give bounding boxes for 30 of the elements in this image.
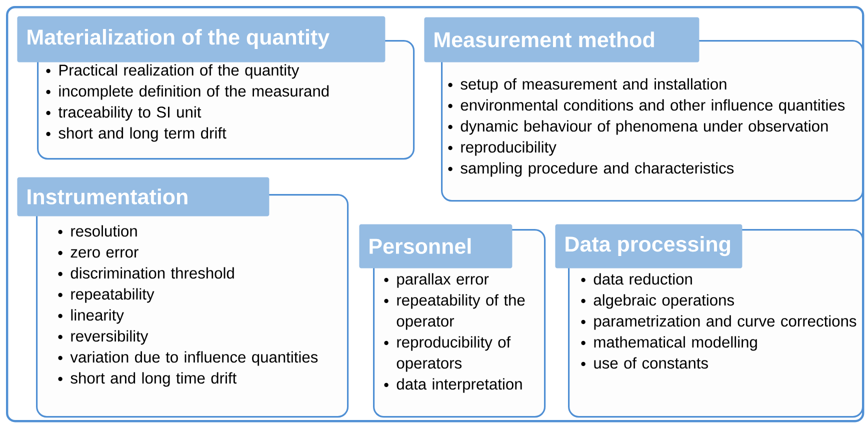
- bullet-item: incomplete definition of the measurand: [46, 85, 329, 100]
- bullet-item: parallax error: [384, 273, 489, 288]
- bullet-item: data reduction: [581, 273, 692, 285]
- bullet-item: Practical realization of the quantity: [46, 64, 300, 79]
- heading-tab: Data processing: [555, 224, 742, 268]
- bullet-item: environmental conditions and other influence quantities: [448, 99, 845, 114]
- bullet-item: variation due to influence quantities: [58, 351, 318, 366]
- heading-tab: Instrumentation: [17, 177, 270, 216]
- frame-box: [6, 6, 864, 422]
- heading-tab: Measurement method: [424, 17, 700, 62]
- bullet-item: algebraic operations: [581, 294, 734, 309]
- bullet-item: setup of measurement and installation: [448, 78, 726, 93]
- bullet-item: repeatability: [58, 288, 154, 303]
- bullet-item: data interpretation: [384, 378, 522, 393]
- bullet-item: mathematical modelling: [581, 336, 757, 351]
- bullet-item: short and long term drift: [46, 127, 226, 142]
- bullet-item: parametrization and curve corrections: [581, 315, 856, 330]
- bullet-item: reproducibility: [448, 141, 556, 156]
- bullet-item: sampling procedure and characteristics: [448, 162, 734, 177]
- heading-tab: Materialization of the quantity: [17, 16, 386, 62]
- bullet-item: discrimination threshold: [58, 267, 234, 279]
- bullet-item: traceability to SI unit: [46, 106, 202, 121]
- bullet-item: resolution: [58, 225, 137, 237]
- bullet-item: reversibility: [58, 330, 148, 345]
- bullet-item: linearity: [58, 309, 124, 324]
- bullet-item: dynamic behaviour of phenomena under observation: [448, 120, 828, 135]
- heading-tab: Personnel: [359, 224, 512, 268]
- bullet-item: short and long time drift: [58, 372, 237, 387]
- bullet-item: use of constants: [581, 357, 708, 369]
- bullet-item: zero error: [58, 249, 138, 258]
